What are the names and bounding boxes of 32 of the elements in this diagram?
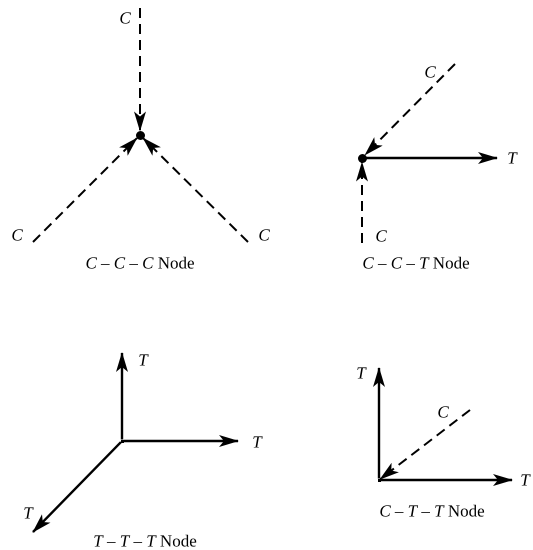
edge-label: C	[257, 226, 271, 244]
tension-arrow	[373, 367, 385, 478]
edge-label: C	[10, 226, 24, 244]
tension-arrow	[32, 441, 122, 533]
tension-arrow	[124, 435, 239, 447]
node-caption: C – T – T Node	[379, 502, 485, 520]
node-junction	[120, 440, 124, 442]
node-caption: C – C – C Node	[85, 254, 195, 272]
node-dot	[358, 154, 366, 162]
edge-label: T	[519, 472, 531, 488]
compression-arrow	[356, 162, 368, 243]
edge-label: C	[374, 228, 388, 244]
tension-arrow	[116, 352, 128, 440]
node-caption: T – T – T Node	[93, 532, 197, 550]
edge-label: T	[355, 364, 367, 382]
edge-label: C	[423, 64, 437, 80]
compression-arrow	[142, 137, 249, 243]
node-dot	[136, 130, 144, 140]
edge-label: T	[22, 504, 34, 522]
compression-arrow	[32, 137, 138, 243]
edge-label: T	[137, 352, 149, 368]
edge-label: C	[118, 10, 132, 26]
compression-arrow	[364, 63, 456, 156]
tension-arrow	[366, 152, 498, 164]
edge-label: C	[436, 404, 450, 420]
node-junction	[378, 478, 380, 482]
compression-arrow	[134, 8, 146, 132]
node-caption: C – C – T Node	[362, 254, 470, 272]
edge-label: T	[506, 150, 518, 166]
edge-label: T	[251, 434, 263, 450]
compression-arrow	[379, 409, 471, 480]
tension-arrow	[380, 474, 513, 486]
